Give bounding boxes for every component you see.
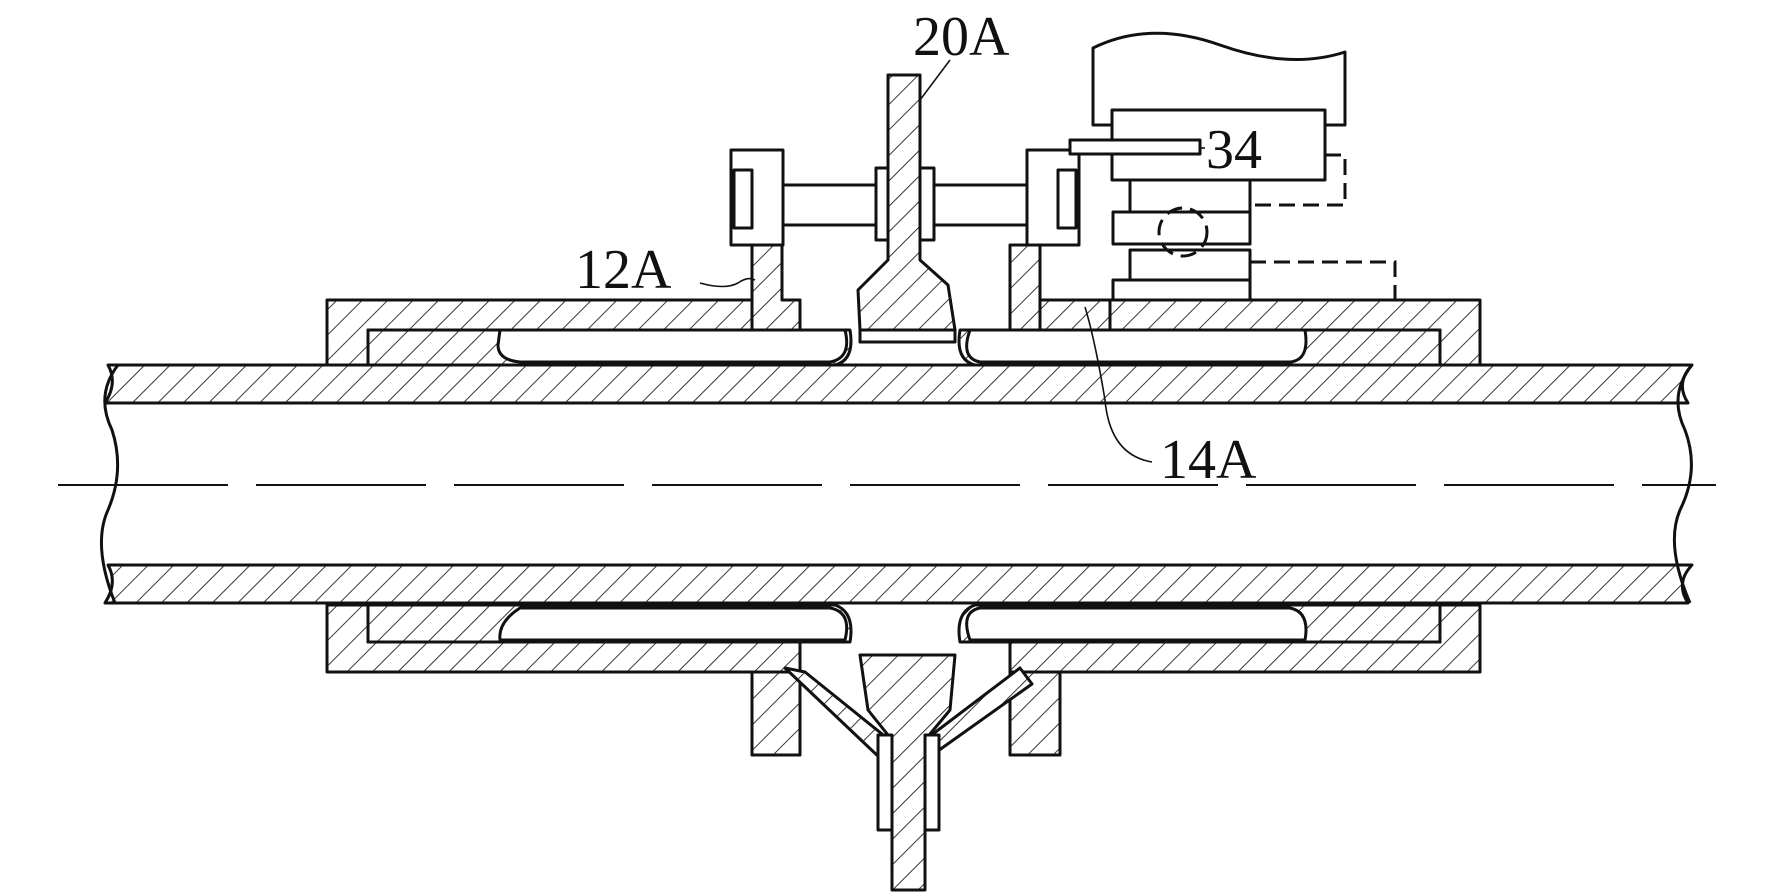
left-bolt-nut xyxy=(732,168,754,230)
label-34: 34 xyxy=(1206,119,1262,181)
label-14a: 14A xyxy=(1160,429,1257,491)
left-upper-flange-12a xyxy=(750,243,802,332)
upper-bolt-shank-right xyxy=(923,183,1029,227)
pipe-left-break xyxy=(99,364,120,604)
leader-20a xyxy=(919,59,951,101)
pipe-lower-wall xyxy=(103,563,1694,605)
right-lower-cavity xyxy=(965,606,1308,642)
right-upper-flange-base xyxy=(1038,298,1112,332)
label-20a: 20A xyxy=(913,6,1010,68)
upper-washer-right xyxy=(918,166,936,242)
lower-washer-left xyxy=(876,733,894,832)
upper-bolt-shank-left xyxy=(781,183,881,227)
pump-unit-34-step xyxy=(1128,178,1252,214)
pipe-right-break xyxy=(1672,364,1694,604)
pump-unit-34-base xyxy=(1111,278,1252,302)
right-upper-cavity xyxy=(965,328,1308,364)
lower-clamp xyxy=(858,653,957,892)
pump-unit-34-block-upper xyxy=(1111,210,1252,246)
pump-unit-34-hidden-outline-lower xyxy=(1250,260,1397,300)
lower-right-flange xyxy=(1008,670,1062,757)
pump-unit-34-rod xyxy=(1068,138,1202,156)
pump-unit-34-hidden-outline-upper xyxy=(1250,153,1347,207)
leader-12a xyxy=(699,277,756,288)
leader-14a xyxy=(1084,306,1153,463)
lower-left-flange xyxy=(750,670,802,757)
pump-unit-34-bearing xyxy=(1157,206,1209,258)
label-12a: 12A xyxy=(575,239,672,301)
right-bolt-nut xyxy=(1056,168,1078,230)
upper-clamp-tip xyxy=(858,328,957,344)
pipe-upper-wall xyxy=(103,363,1694,405)
left-upper-cavity xyxy=(496,328,849,364)
right-upper-flange-14a xyxy=(1008,243,1042,332)
pump-unit-34-body xyxy=(1091,31,1347,127)
lower-washer-right xyxy=(923,733,941,832)
left-lower-cavity xyxy=(498,606,849,642)
